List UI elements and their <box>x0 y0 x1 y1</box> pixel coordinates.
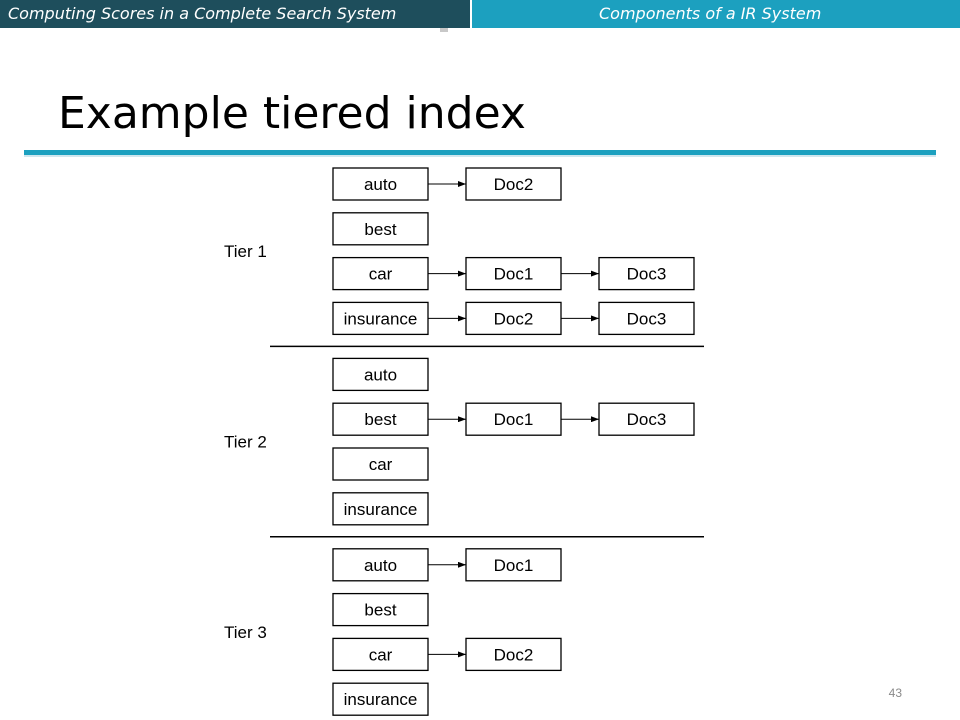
term-auto-t3-box <box>332 548 429 582</box>
posting-doc2-t1-box <box>465 167 562 201</box>
term-insurance-t3-label: insurance <box>344 690 418 709</box>
term-best-t1-label: best <box>364 220 396 239</box>
title-underline <box>24 150 936 157</box>
term-auto-t3-label: auto <box>364 556 397 575</box>
term-best-t2-box <box>332 402 429 436</box>
term-car-t3-label: car <box>369 645 393 664</box>
posting-doc2-t1-label: Doc2 <box>494 309 534 328</box>
posting-doc3-t1-label: Doc3 <box>627 265 667 284</box>
term-auto-t2-box <box>332 357 429 392</box>
posting-doc1-t1-box <box>465 256 562 291</box>
term-best-t2-label: best <box>364 410 396 429</box>
subsection-title: Components of a IR System <box>472 0 960 28</box>
posting-doc3-t1-label: Doc3 <box>627 309 667 328</box>
posting-doc3-t1-box <box>598 301 695 336</box>
posting-doc2-t1-label: Doc2 <box>494 175 534 194</box>
posting-doc3-t1-box <box>598 256 695 291</box>
posting-doc2-t3-box <box>465 637 562 672</box>
term-car-t1-label: car <box>369 265 393 284</box>
term-insurance-t3-box <box>332 682 429 716</box>
posting-doc3-t2-box <box>598 402 695 436</box>
section-title: Computing Scores in a Complete Search Sy… <box>0 0 470 28</box>
term-insurance-t2-box <box>332 492 429 526</box>
tier-label: Tier 3 <box>224 623 267 642</box>
term-auto-t1-label: auto <box>364 175 397 194</box>
tier-label: Tier 2 <box>224 433 267 452</box>
posting-doc1-t1-label: Doc1 <box>494 265 534 284</box>
slide-title: Example tiered index <box>58 88 526 139</box>
term-car-t1-box <box>332 256 429 291</box>
posting-doc1-t2-box <box>465 402 562 436</box>
page-number: 43 <box>888 686 902 700</box>
posting-doc2-t1-box <box>465 301 562 336</box>
posting-doc2-t3-label: Doc2 <box>494 645 534 664</box>
term-auto-t1-box <box>332 167 429 201</box>
term-auto-t2-label: auto <box>364 365 397 384</box>
term-car-t2-label: car <box>369 455 393 474</box>
posting-doc1-t3-label: Doc1 <box>494 556 534 575</box>
posting-doc3-t2-label: Doc3 <box>627 410 667 429</box>
header-notch <box>440 28 448 32</box>
term-car-t2-box <box>332 447 429 481</box>
term-insurance-t2-label: insurance <box>344 500 418 519</box>
term-best-t1-box <box>332 212 429 246</box>
tier-label: Tier 1 <box>224 242 267 261</box>
term-car-t3-box <box>332 637 429 672</box>
term-insurance-t1-label: insurance <box>344 309 418 328</box>
term-best-t3-box <box>332 592 429 627</box>
term-best-t3-label: best <box>364 601 396 620</box>
posting-doc1-t2-label: Doc1 <box>494 410 534 429</box>
posting-doc1-t3-box <box>465 548 562 582</box>
